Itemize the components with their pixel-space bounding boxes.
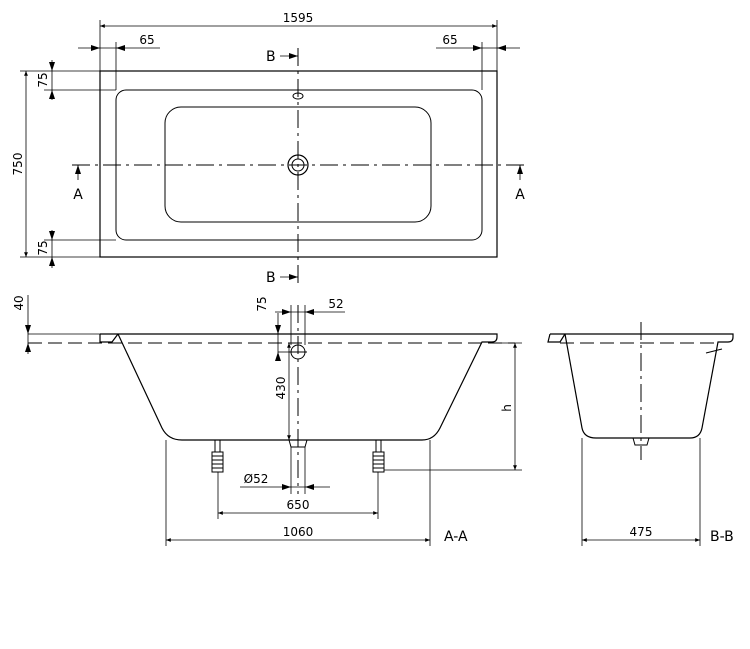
- dim-overflow-offset: 75: [255, 296, 269, 311]
- dim-rim-top: 75: [36, 72, 50, 87]
- dim-height-var: h: [500, 404, 514, 412]
- section-marker-a-right: A: [515, 187, 525, 203]
- section-marker-a-left: A: [73, 187, 83, 203]
- dim-waste-diameter: Ø52: [244, 472, 269, 486]
- dim-base-width: 475: [630, 525, 653, 539]
- plan-drain-outer: [287, 154, 309, 176]
- section-aa-view: 40 75 52 430 h Ø52 650: [12, 295, 522, 546]
- dim-base-length: 1060: [283, 525, 314, 539]
- section-bb-label: B-B: [710, 529, 734, 545]
- dim-overflow-size: 52: [328, 297, 343, 311]
- dim-total-width: 750: [11, 153, 25, 176]
- section-bb-overflow: [705, 348, 723, 354]
- section-aa-drain: [288, 439, 308, 448]
- section-aa-profile: [100, 333, 498, 441]
- plan-overflow: [292, 92, 304, 100]
- section-bb-profile: [550, 333, 734, 439]
- section-marker-b-bottom: B: [266, 270, 276, 286]
- dim-depth: 430: [274, 377, 288, 400]
- dim-rim-bottom: 75: [36, 240, 50, 255]
- dim-feet-spacing: 650: [287, 498, 310, 512]
- foot-left: [211, 440, 224, 473]
- dim-rim-left: 65: [139, 33, 154, 47]
- plan-drain-inner: [291, 158, 305, 172]
- section-bb-drain: [632, 437, 650, 446]
- dim-total-length: 1595: [283, 11, 314, 25]
- section-aa-label: A-A: [444, 529, 468, 545]
- foot-right: [372, 440, 385, 473]
- dim-rim-height: 40: [12, 295, 26, 310]
- section-marker-b-top: B: [266, 49, 276, 65]
- section-bb-view: 475 B-B: [547, 322, 734, 546]
- dim-rim-right: 65: [442, 33, 457, 47]
- plan-view: 1595 65 65 750 75 75 A: [11, 11, 528, 286]
